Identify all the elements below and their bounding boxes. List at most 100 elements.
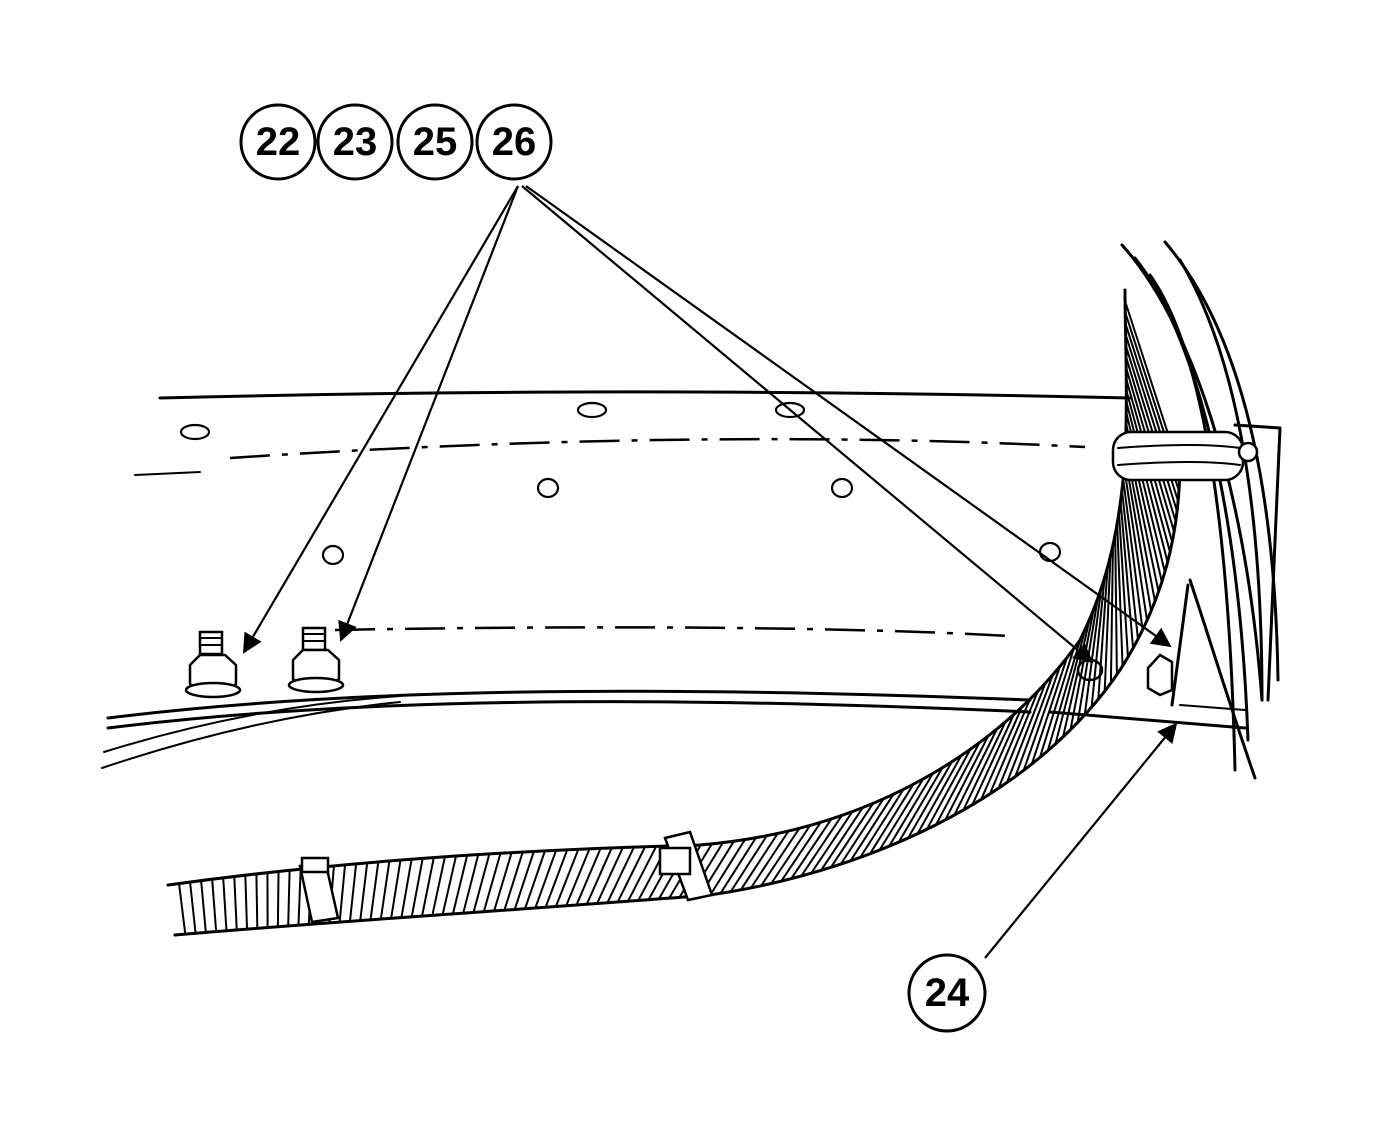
- conduit-rib: [493, 852, 513, 912]
- conduit-rib: [1014, 674, 1054, 777]
- conduit-rib: [770, 824, 812, 885]
- leader-lines-26: [242, 185, 1172, 664]
- conduit-rib: [338, 864, 347, 923]
- conduit-rib: [1069, 608, 1095, 731]
- conduit-rib: [907, 761, 953, 839]
- conduit-rib: [431, 856, 446, 916]
- tie-strap-middle: [658, 830, 714, 902]
- conduit-rib: [790, 818, 833, 880]
- conduit-rib: [839, 798, 885, 865]
- callout-25: 25: [396, 103, 474, 181]
- cable-clamp-top: [1111, 430, 1259, 482]
- conduit-rib: [244, 875, 249, 930]
- conduit-rib: [1119, 501, 1135, 649]
- conduit-rib: [472, 853, 491, 913]
- conduit-rib: [740, 832, 779, 891]
- conduit-rib: [1116, 523, 1124, 666]
- leader-line-24: [984, 722, 1178, 959]
- conduit-rib: [897, 767, 944, 843]
- conduit-rib: [878, 778, 925, 851]
- conduit-rib: [709, 839, 746, 896]
- conduit-rib: [616, 846, 647, 903]
- conduit-rib: [1109, 545, 1114, 684]
- conduit-rib: [1090, 577, 1106, 708]
- conduit-rib: [849, 793, 895, 862]
- conduit-rib: [935, 742, 981, 826]
- conduit-rib: [1124, 456, 1153, 612]
- conduit-rib: [859, 788, 905, 858]
- conduit-rib: [482, 852, 502, 912]
- conduit-rib: [729, 835, 768, 893]
- conduit-rib: [916, 755, 963, 835]
- conduit-rib: [554, 848, 580, 907]
- conduit-rib: [1125, 401, 1169, 563]
- conduit-rib: [534, 849, 558, 909]
- conduit-rib: [1022, 665, 1061, 771]
- conduit-rib: [971, 714, 1015, 806]
- conduit-rib: [1120, 490, 1139, 640]
- conduit-rib: [400, 859, 413, 918]
- conduit-rib: [888, 772, 934, 847]
- conduit-rib: [462, 854, 480, 914]
- conduit-rib: [606, 846, 635, 904]
- conduit-rib: [810, 810, 854, 874]
- callout-22: 22: [239, 103, 317, 181]
- panel-holes: [179, 401, 1062, 566]
- stud-nut-left: [184, 630, 242, 699]
- conduit-rib: [1006, 682, 1047, 783]
- conduit-rib: [421, 857, 435, 917]
- conduit-rib: [379, 860, 391, 920]
- conduit-rib: [348, 863, 358, 922]
- callout-24: 24: [907, 953, 987, 1033]
- callout-label-24: 24: [925, 971, 970, 1015]
- conduit-rib: [255, 873, 259, 929]
- conduit-rib: [233, 876, 238, 930]
- conduit-rib: [627, 845, 658, 902]
- conduit-rib: [211, 879, 218, 932]
- conduit-rib: [410, 858, 424, 917]
- conduit-rib: [189, 881, 197, 934]
- conduit-rib: [178, 883, 187, 935]
- conduit-rib: [200, 880, 207, 933]
- conduit-rib: [276, 871, 280, 927]
- conduit-rib: [359, 862, 369, 921]
- conduit-rib: [1038, 648, 1075, 758]
- conduit-rib: [1103, 556, 1112, 692]
- conduit-rib: [575, 847, 602, 906]
- conduit-rib: [719, 837, 757, 894]
- conduit-rib: [830, 802, 875, 868]
- conduit-rib: [390, 859, 402, 919]
- conduit-rib: [1124, 345, 1179, 512]
- callout-label-25: 25: [413, 120, 458, 164]
- conduit-rib: [869, 783, 915, 855]
- conduit-rib: [441, 855, 458, 915]
- conduit-rib: [287, 870, 291, 926]
- conduit-rib: [997, 690, 1039, 789]
- callout-label-22: 22: [256, 120, 301, 164]
- conduit-rib: [1097, 566, 1109, 700]
- conduit-rib: [820, 806, 864, 871]
- stud-at-bracket: [1146, 653, 1174, 697]
- conduit-rib: [524, 850, 546, 910]
- conduit-rib: [962, 721, 1007, 811]
- conduit-rib: [369, 861, 380, 920]
- conduit-rib: [565, 848, 591, 907]
- conduit-rib: [1118, 512, 1129, 658]
- conduit-rib: [750, 830, 790, 889]
- conduit-rib: [988, 698, 1031, 795]
- callout-label-23: 23: [333, 120, 378, 164]
- conduit-rib: [513, 851, 535, 910]
- stud-nut-right: [287, 626, 345, 694]
- mounting-panel: [101, 390, 1247, 769]
- conduit-rib: [760, 827, 801, 887]
- callout-26: 26: [475, 103, 553, 181]
- callout-label-26: 26: [492, 120, 537, 164]
- conduit-rib: [596, 847, 624, 904]
- conduit-rib: [222, 877, 228, 931]
- conduit-rib: [451, 855, 469, 915]
- conduit-rib: [503, 851, 524, 911]
- conduit-rib: [1123, 467, 1148, 621]
- conduit-rib: [980, 706, 1023, 800]
- conduit-rib: [544, 849, 569, 908]
